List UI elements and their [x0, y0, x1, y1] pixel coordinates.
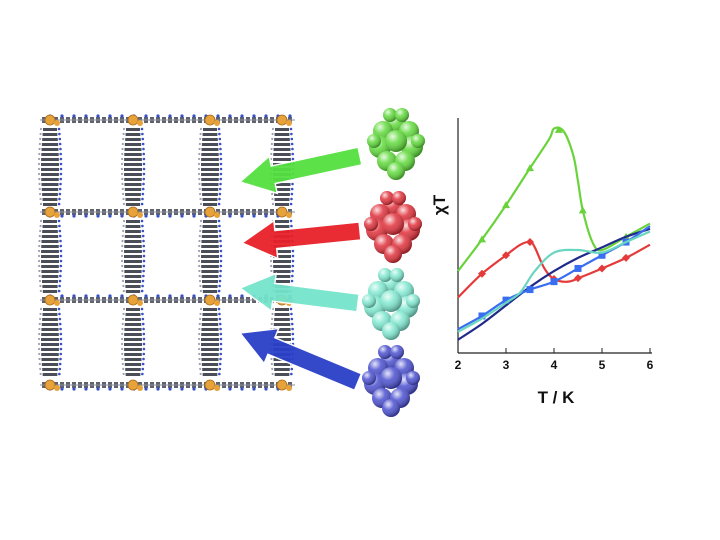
framework-beam-horizontal [40, 209, 295, 218]
data-point [502, 201, 510, 209]
chart-series [457, 125, 651, 341]
data-point [598, 251, 606, 259]
chart-axes: 2 3 4 5 6 [455, 118, 654, 372]
green-guest [367, 108, 425, 180]
data-point [554, 125, 563, 133]
data-point [578, 206, 587, 214]
metal-node [204, 379, 216, 391]
data-point [598, 264, 606, 273]
metal-node [276, 379, 288, 391]
metal-node [276, 114, 288, 126]
framework-pillar [120, 307, 146, 376]
metal-node [214, 385, 220, 391]
data-point [550, 278, 558, 286]
x-tick-label: 6 [647, 358, 654, 372]
data-point [526, 238, 534, 247]
metal-node [276, 206, 288, 218]
data-point [622, 253, 630, 262]
metal-node [137, 385, 143, 391]
data-point [574, 264, 582, 272]
data-point [478, 269, 486, 278]
metal-node [127, 114, 139, 126]
metal-node [127, 379, 139, 391]
metal-node [44, 114, 56, 126]
metal-node [214, 212, 220, 218]
metal-node [137, 212, 143, 218]
metal-node [214, 300, 220, 306]
series-2 [457, 227, 651, 341]
metal-node [54, 120, 60, 126]
x-tick-label: 5 [599, 358, 606, 372]
blue-guest [362, 345, 420, 417]
series-line [457, 230, 651, 333]
metal-node [286, 385, 292, 391]
framework-pillar [197, 127, 223, 206]
x-tick-label: 2 [455, 358, 462, 372]
green-guest-arrow [238, 146, 363, 195]
metal-node [286, 120, 292, 126]
framework-beam-horizontal [40, 382, 295, 391]
framework-pillar [120, 219, 146, 293]
framework-beam-horizontal [40, 114, 295, 123]
metal-node [286, 212, 292, 218]
framework-pillar [120, 127, 146, 206]
metal-node [137, 300, 143, 306]
series-line [457, 240, 651, 299]
red-guest-arrow [240, 219, 362, 260]
series-1 [457, 238, 651, 299]
series-0 [457, 125, 651, 272]
framework-pillar [37, 219, 63, 293]
metal-node [204, 114, 216, 126]
metal-node [127, 206, 139, 218]
metal-node [54, 385, 60, 391]
metal-node [54, 212, 60, 218]
metal-node [44, 206, 56, 218]
framework-pillar [197, 219, 223, 293]
guest-molecules [362, 108, 425, 417]
data-point [502, 251, 510, 260]
series-4 [457, 230, 651, 333]
data-point [478, 235, 486, 243]
framework-pillar [37, 127, 63, 206]
metal-node [204, 206, 216, 218]
chi-t-chart: 2 3 4 5 6 χT T / K [430, 118, 654, 407]
metal-node [44, 379, 56, 391]
blue-guest-arrow [238, 327, 363, 392]
metal-node [44, 294, 56, 306]
metal-node [214, 120, 220, 126]
y-axis-label: χT [430, 194, 449, 215]
data-point [478, 312, 486, 320]
series-line [457, 227, 651, 341]
data-point [574, 274, 582, 283]
x-axis-label: T / K [538, 388, 576, 407]
framework-pillar [37, 307, 63, 376]
red-guest [364, 191, 422, 263]
series-line [457, 126, 651, 272]
cyan-guest-arrow [238, 272, 360, 313]
data-point [502, 296, 510, 304]
data-point [526, 286, 534, 294]
metal-node [54, 300, 60, 306]
metal-node [127, 294, 139, 306]
x-tick-label: 3 [503, 358, 510, 372]
metal-node [137, 120, 143, 126]
x-tick-label: 4 [551, 358, 558, 372]
framework-structure [37, 114, 295, 391]
metal-node [204, 294, 216, 306]
guest-arrows [238, 146, 363, 392]
data-point [526, 164, 534, 172]
cyan-guest [362, 268, 420, 340]
framework-pillar [197, 307, 223, 376]
